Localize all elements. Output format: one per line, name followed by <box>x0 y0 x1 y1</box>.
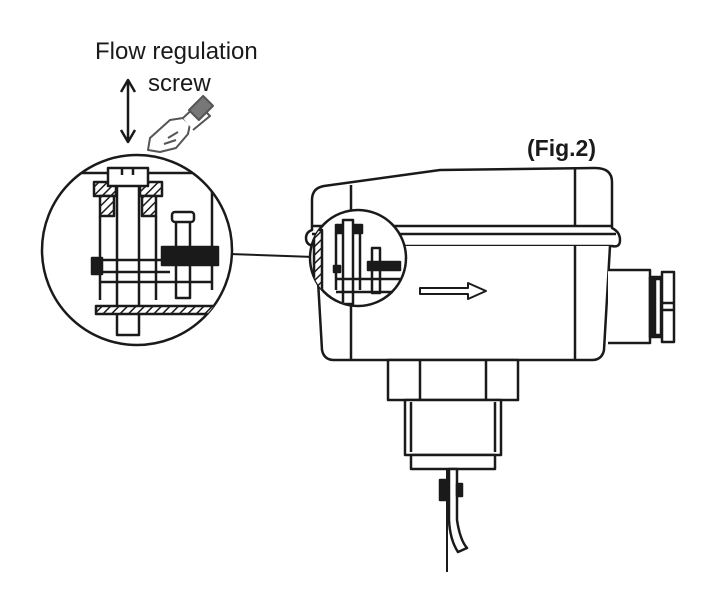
detail-callout <box>40 153 234 347</box>
figure-label: (Fig.2) <box>527 135 596 161</box>
label-screw: screw <box>148 70 211 97</box>
callout-line <box>229 253 315 258</box>
hex-fitting <box>386 358 520 402</box>
threaded-connection <box>403 398 503 471</box>
label-flow-regulation: Flow regulation <box>95 38 258 65</box>
hand-icon <box>147 94 215 153</box>
paddle <box>438 467 469 572</box>
small-detail-callout <box>308 208 408 308</box>
flow-direction-arrow-icon <box>419 282 487 300</box>
cable-gland <box>608 268 676 345</box>
up-down-arrow-icon <box>119 78 137 144</box>
